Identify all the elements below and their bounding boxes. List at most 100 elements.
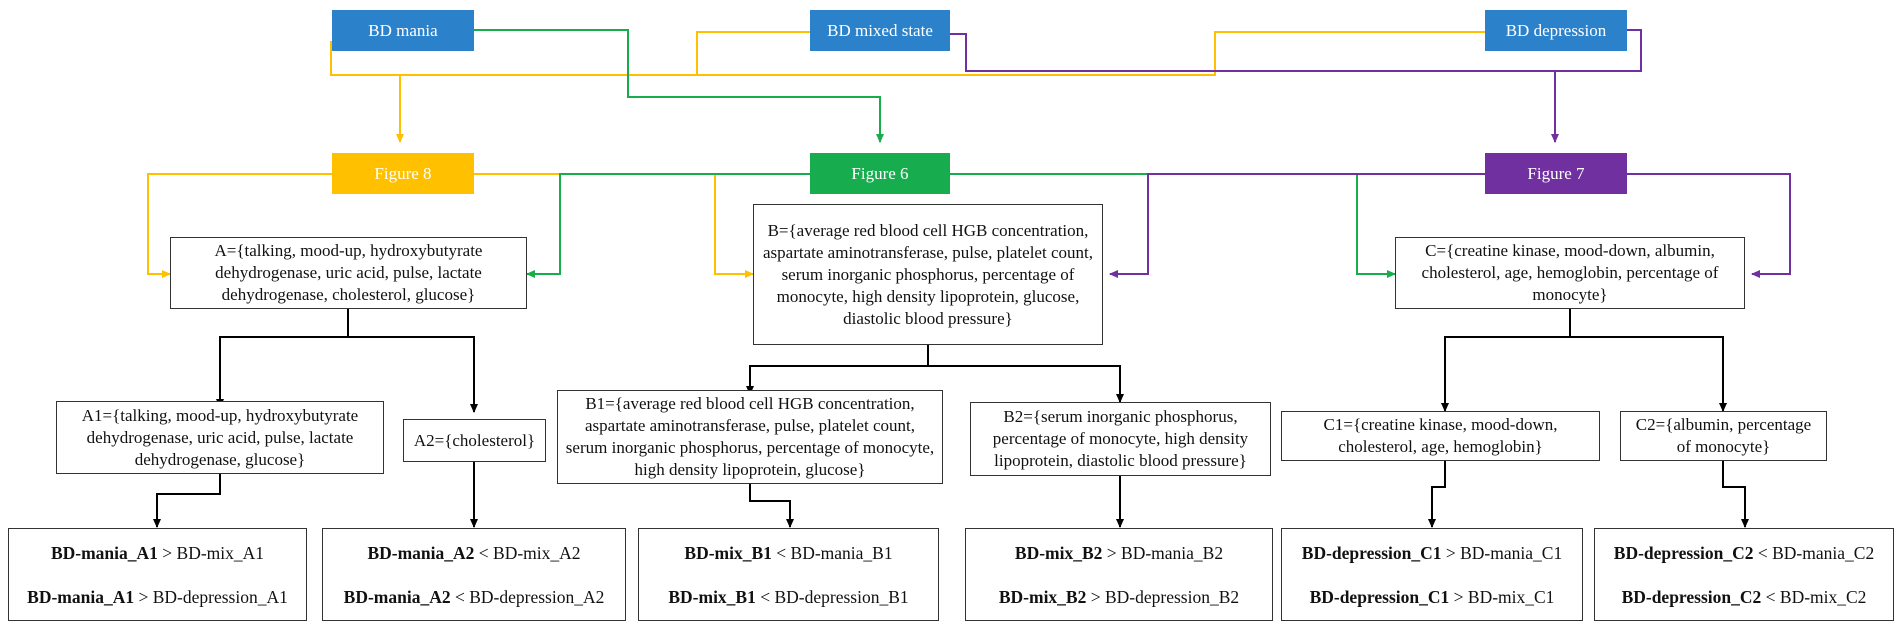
edge-A1-to-cmpA1: [153, 474, 221, 528]
edge-C1-to-cmpC1: [1428, 461, 1446, 528]
comparison-object: BD-mix_A2: [493, 542, 581, 563]
comparison-object: BD-depression_B2: [1104, 586, 1240, 607]
comparison-line: BD-depression_C1 > BD-mix_C1: [1310, 575, 1555, 619]
set-A: A={talking, mood-up, hydroxybutyrate deh…: [170, 237, 527, 309]
comparison-line: BD-mix_B1 < BD-mania_B1: [684, 531, 892, 575]
set-text: A={talking, mood-up, hydroxybutyrate deh…: [214, 241, 483, 304]
edge-depression-loop: [1555, 29, 1642, 72]
comparison-subject: BD-mania_A2: [367, 542, 475, 563]
edge-A-to-A2: [348, 336, 478, 413]
edge-C-to-C1: [1441, 309, 1571, 412]
figure-label: Figure 7: [1527, 163, 1585, 183]
set-text: C={creatine kinase, mood-down, albumin, …: [1421, 241, 1719, 304]
comparison-operator: >: [1441, 542, 1461, 563]
set-text: C1={creatine kinase, mood-down, choleste…: [1323, 415, 1558, 456]
figure-6-box: Figure 6: [810, 153, 950, 194]
set-A1: A1={talking, mood-up, hydroxybutyrate de…: [56, 401, 384, 474]
set-C2: C2={albumin, percentage of monocyte}: [1620, 411, 1827, 461]
comparison-operator: <: [755, 586, 775, 607]
comparison-subject: BD-mix_B2: [998, 586, 1087, 607]
edge-depression-to-figure8: [400, 31, 1485, 76]
comparison-subject: BD-depression_C2: [1621, 586, 1762, 607]
comparison-line: BD-depression_C2 < BD-mania_C2: [1614, 531, 1874, 575]
edge-C-to-C2: [1570, 336, 1727, 412]
comparison-subject: BD-mania_A1: [27, 586, 135, 607]
comparison-line: BD-depression_C2 < BD-mix_C2: [1622, 575, 1867, 619]
source-label: BD depression: [1505, 20, 1607, 40]
set-B2: B2={serum inorganic phosphorus, percenta…: [970, 402, 1271, 476]
comparison-line: BD-mania_A2 < BD-mix_A2: [367, 531, 580, 575]
comparison-operator: <: [450, 586, 470, 607]
comparison-object: BD-depression_A1: [152, 586, 288, 607]
set-A2: A2={cholesterol}: [403, 419, 546, 462]
comparison-C1: BD-depression_C1 > BD-mania_C1 BD-depres…: [1281, 528, 1583, 621]
comparison-object: BD-mania_B1: [790, 542, 893, 563]
comparison-A2: BD-mania_A2 < BD-mix_A2 BD-mania_A2 < BD…: [322, 528, 626, 621]
figure-label: Figure 8: [374, 163, 432, 183]
edge-B1-to-cmpB1: [749, 484, 794, 528]
comparison-operator: >: [134, 586, 153, 607]
comparison-object: BD-mix_C1: [1467, 586, 1555, 607]
comparison-operator: <: [1753, 542, 1773, 563]
set-text: A1={talking, mood-up, hydroxybutyrate de…: [81, 405, 359, 469]
comparison-subject: BD-mix_B1: [668, 586, 756, 607]
edge-B-to-B1: [746, 345, 929, 395]
source-bd-depression: BD depression: [1485, 10, 1627, 51]
figure-8-box: Figure 8: [332, 153, 474, 194]
source-label: BD mania: [368, 20, 438, 40]
edge-mania-to-figure8: [330, 41, 404, 143]
edge-C2-to-cmpC2: [1722, 461, 1749, 528]
set-B1: B1={average red blood cell HGB concentra…: [557, 390, 943, 484]
source-bd-mania: BD mania: [332, 10, 474, 51]
comparison-subject: BD-mania_A1: [50, 542, 158, 563]
comparison-B2: BD-mix_B2 > BD-mania_B2 BD-mix_B2 > BD-d…: [965, 528, 1273, 621]
set-text: B={average red blood cell HGB concentrat…: [763, 220, 1093, 328]
comparison-object: BD-depression_B1: [774, 586, 909, 607]
source-label: BD mixed state: [827, 20, 933, 40]
comparison-object: BD-mania_B2: [1121, 542, 1224, 563]
comparison-object: BD-mania_C2: [1772, 542, 1875, 563]
comparison-line: BD-mix_B1 < BD-depression_B1: [668, 575, 908, 619]
source-bd-mixed-state: BD mixed state: [810, 10, 950, 51]
comparison-line: BD-mix_B2 > BD-depression_B2: [999, 575, 1239, 619]
edge-figure6-to-A: [526, 173, 810, 278]
comparison-object: BD-mania_C1: [1460, 542, 1563, 563]
comparison-line: BD-mania_A1 > BD-depression_A1: [27, 575, 288, 619]
set-text: B2={serum inorganic phosphorus, percenta…: [992, 407, 1249, 470]
edge-figure8-to-A: [147, 173, 332, 278]
edge-figure7-to-C: [1627, 173, 1791, 278]
comparison-object: BD-mix_A1: [176, 542, 265, 563]
comparison-subject: BD-mix_B2: [1014, 542, 1103, 563]
comparison-B1: BD-mix_B1 < BD-mania_B1 BD-mix_B1 < BD-d…: [638, 528, 939, 621]
comparison-operator: <: [771, 542, 791, 563]
comparison-line: BD-depression_C1 > BD-mania_C1: [1302, 531, 1562, 575]
set-C1: C1={creatine kinase, mood-down, choleste…: [1281, 411, 1600, 461]
comparison-subject: BD-depression_C1: [1301, 542, 1442, 563]
comparison-line: BD-mix_B2 > BD-mania_B2: [1015, 531, 1223, 575]
edge-sources-to-figure7: [950, 33, 1559, 143]
set-B: B={average red blood cell HGB concentrat…: [753, 204, 1103, 345]
edge-B-to-B2: [928, 365, 1124, 403]
comparison-line: BD-mania_A1 > BD-mix_A1: [51, 531, 264, 575]
comparison-subject: BD-depression_C2: [1613, 542, 1754, 563]
figure-label: Figure 6: [851, 163, 909, 183]
edge-A-to-A1: [216, 308, 349, 408]
set-text: B1={average red blood cell HGB concentra…: [565, 394, 935, 479]
comparison-object: BD-depression_A2: [469, 586, 605, 607]
comparison-operator: >: [157, 542, 177, 563]
comparison-subject: BD-mix_B1: [684, 542, 772, 563]
comparison-line: BD-mania_A2 < BD-depression_A2: [344, 575, 605, 619]
comparison-subject: BD-mania_A2: [343, 586, 451, 607]
comparison-operator: <: [474, 542, 494, 563]
comparison-operator: <: [1761, 586, 1780, 607]
figure-7-box: Figure 7: [1485, 153, 1627, 194]
comparison-A1: BD-mania_A1 > BD-mix_A1 BD-mania_A1 > BD…: [8, 528, 307, 621]
edge-sources-to-figure6: [474, 29, 884, 143]
set-C: C={creatine kinase, mood-down, albumin, …: [1395, 237, 1745, 309]
comparison-operator: >: [1449, 586, 1468, 607]
comparison-object: BD-mix_C2: [1779, 586, 1867, 607]
set-text: A2={cholesterol}: [413, 430, 536, 450]
comparison-operator: >: [1102, 542, 1122, 563]
edge-figure7-to-B: [1109, 173, 1485, 278]
